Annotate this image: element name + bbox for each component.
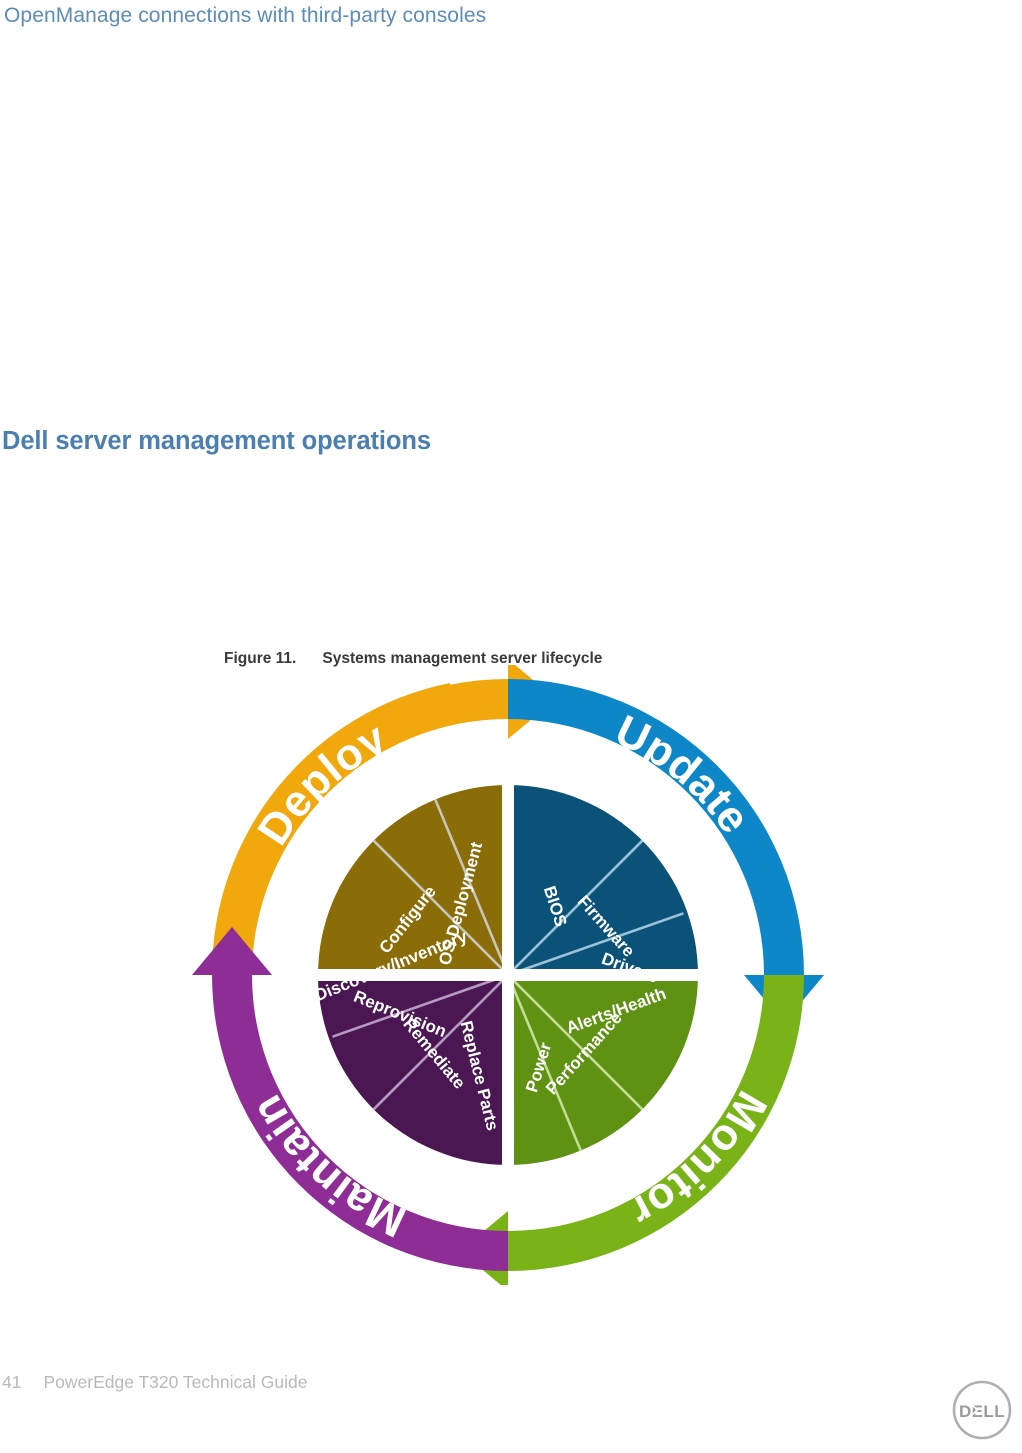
dell-logo-text: DELL bbox=[959, 1402, 1005, 1421]
page-footer: 41 PowerEdge T320 Technical Guide bbox=[2, 1372, 307, 1393]
page-title: Dell server management operations bbox=[2, 427, 431, 456]
pie-quadrant-update bbox=[507, 785, 698, 977]
quadrant-separators bbox=[294, 761, 722, 1189]
figure-caption: Figure 11. Systems management server life… bbox=[224, 650, 602, 668]
ring-label-deploy: Deploy bbox=[248, 713, 394, 853]
lifecycle-diagram: Deploy Update Monitor Maintain OS Deploy… bbox=[150, 665, 870, 1285]
guide-title: PowerEdge T320 Technical Guide bbox=[43, 1372, 308, 1392]
figure-title: Systems management server lifecycle bbox=[322, 650, 603, 667]
pie-quadrant-monitor bbox=[506, 974, 698, 1165]
page-number: 41 bbox=[2, 1372, 22, 1392]
dell-logo-e-slash bbox=[971, 1404, 979, 1416]
pie-quadrant-deploy bbox=[318, 785, 510, 976]
running-header: OpenManage connections with third-party … bbox=[4, 4, 487, 27]
dell-logo: DELL bbox=[951, 1379, 1013, 1441]
pie-quadrant-maintain bbox=[318, 973, 509, 1165]
dell-logo-circle bbox=[952, 1380, 1012, 1440]
ring-label-update: Update bbox=[608, 706, 760, 843]
ring-arrow-maintain bbox=[192, 927, 508, 1271]
figure-number: Figure 11. bbox=[224, 650, 297, 667]
ring-label-monitor: Monitor bbox=[623, 1083, 777, 1236]
